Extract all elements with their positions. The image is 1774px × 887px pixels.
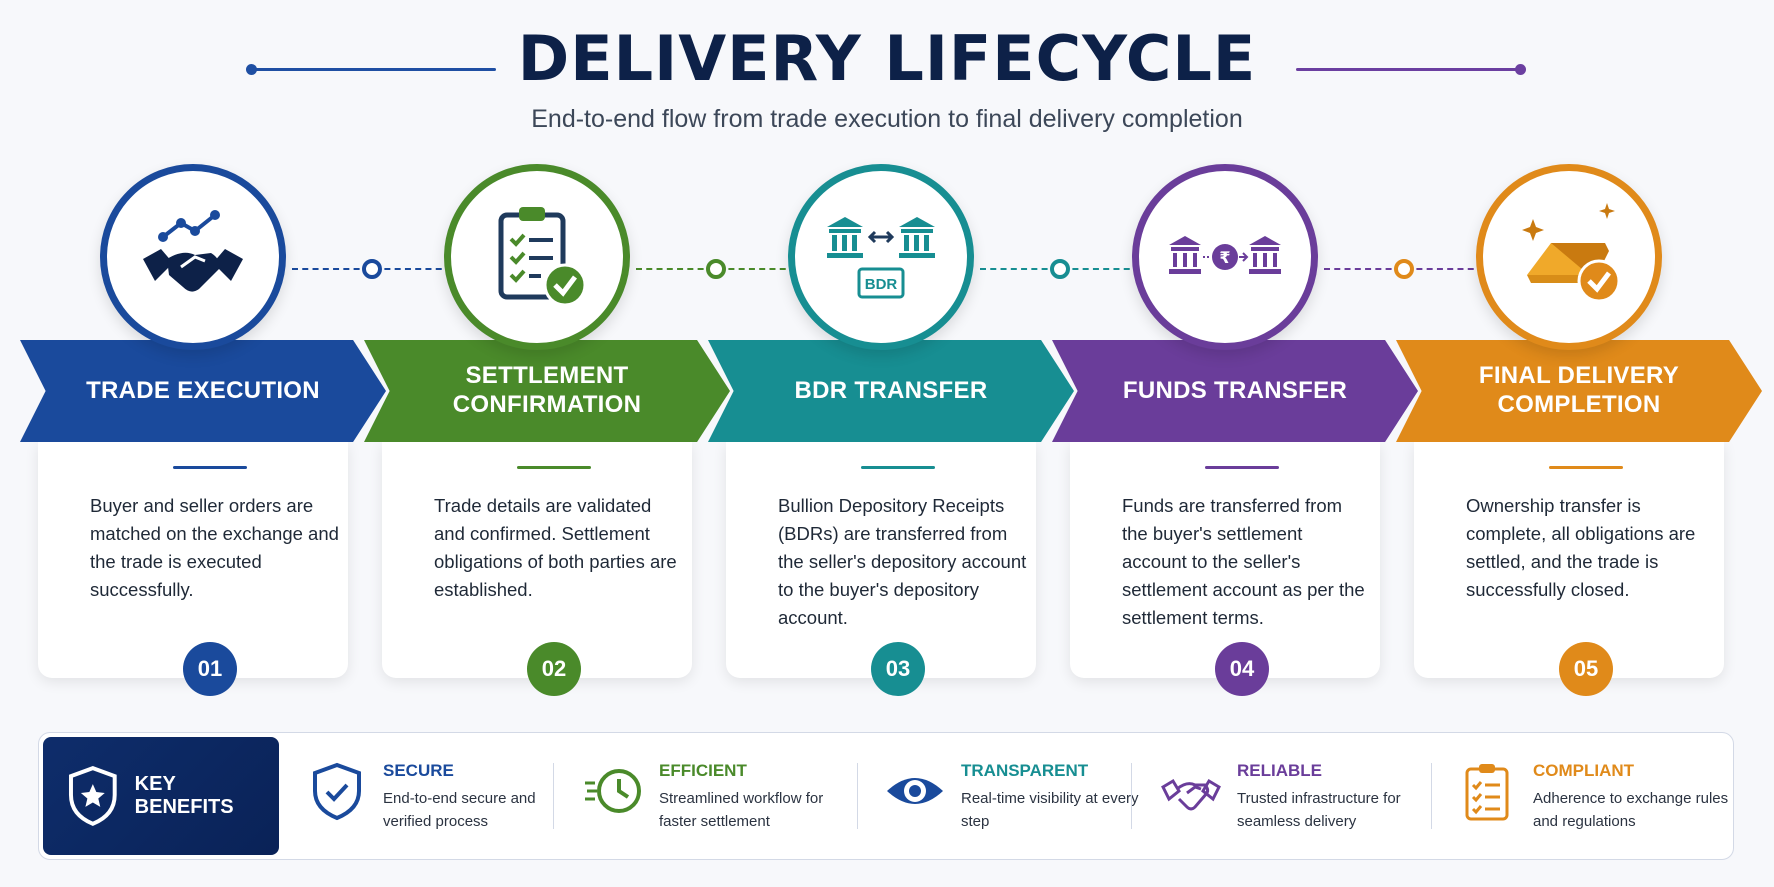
connector-4-5 [1324, 259, 1484, 279]
bdr-icon-label: BDR [865, 276, 898, 293]
gold-bar-check-icon [1522, 203, 1621, 303]
stage-final-delivery-completion: FINAL DELIVERY COMPLETION Ownership tran… [1396, 160, 1762, 696]
stage-banner: TRADE EXECUTION [20, 340, 386, 442]
stage-title: BDR TRANSFER [794, 376, 988, 404]
connector-1-2 [292, 259, 452, 279]
stage-circle [444, 164, 630, 350]
card-accent-bar [173, 466, 247, 469]
bank-transfer-bdr-icon: BDR [827, 217, 935, 299]
step-number-badge: 05 [1559, 642, 1613, 696]
benefit-title: RELIABLE [1237, 761, 1322, 780]
benefit-title: COMPLIANT [1533, 761, 1635, 780]
divider [1131, 763, 1132, 829]
stage-description: Bullion Depository Receipts (BDRs) are t… [778, 495, 1027, 628]
clipboard-check-icon [498, 207, 587, 307]
benefit-description: Adherence to exchange rules and regulati… [1533, 790, 1729, 830]
handshake-chart-icon [143, 210, 243, 292]
divider [1431, 763, 1432, 829]
stage-banner: BDR TRANSFER [708, 340, 1074, 442]
card-accent-bar [1205, 466, 1279, 469]
stage-title: SETTLEMENT CONFIRMATION [452, 362, 642, 418]
stage-settlement-confirmation: SETTLEMENT CONFIRMATION Trade details ar… [364, 160, 730, 696]
benefit-title: EFFICIENT [659, 761, 747, 780]
stage-description: Ownership transfer is complete, all obli… [1466, 495, 1696, 600]
benefit-description: End-to-end secure and verified process [383, 790, 536, 830]
page-title: DELIVERY LIFECYCLE [517, 22, 1257, 95]
key-benefits-panel: KEY BENEFITS SECURE End-to-end secure an… [38, 732, 1734, 860]
card-accent-bar [517, 466, 591, 469]
benefit-description: Trusted infrastructure for seamless deli… [1237, 790, 1401, 830]
step-number-badge: 02 [527, 642, 581, 696]
stage-card: Bullion Depository Receipts (BDRs) are t… [726, 442, 1036, 696]
stage-title: TRADE EXECUTION [86, 376, 320, 404]
stage-circle [100, 164, 286, 350]
stage-trade-execution: TRADE EXECUTION Buyer and seller orders … [20, 160, 386, 696]
eye-icon [887, 778, 943, 804]
stage-banner: FINAL DELIVERY COMPLETION [1396, 340, 1762, 442]
page-subtitle: End-to-end flow from trade execution to … [531, 105, 1243, 133]
decorative-line-right [1296, 64, 1526, 75]
step-number-badge: 01 [183, 642, 237, 696]
benefit-description: Streamlined workflow for faster settleme… [659, 790, 824, 830]
divider [857, 763, 858, 829]
stage-description: Trade details are validated and confirme… [434, 495, 677, 600]
step-number-badge: 03 [871, 642, 925, 696]
key-benefits-heading: KEY BENEFITS [134, 773, 234, 818]
stage-circle: BDR [788, 164, 974, 350]
header: DELIVERY LIFECYCLE End-to-end flow from … [0, 22, 1774, 134]
rupee-symbol: ₹ [1219, 248, 1230, 267]
card-accent-bar [1549, 466, 1623, 469]
stage-title: FUNDS TRANSFER [1122, 376, 1348, 404]
step-number-badge: 04 [1215, 642, 1269, 696]
benefit-title: SECURE [383, 761, 454, 780]
stage-title: FINAL DELIVERY COMPLETION [1478, 362, 1680, 418]
connector-3-4 [980, 259, 1140, 279]
connector-node [1394, 259, 1414, 279]
stage-bdr-transfer: BDR BDR TRANSFER Bullion Depository Rece… [708, 160, 1074, 696]
stage-circle [1476, 164, 1662, 350]
stage-card: Funds are transferred from the buyer's s… [1070, 442, 1380, 696]
stage-card: Ownership transfer is complete, all obli… [1414, 442, 1724, 696]
benefit-title: TRANSPARENT [961, 761, 1089, 780]
connector-node [706, 259, 726, 279]
shield-check-icon [313, 762, 361, 821]
stage-circle: ₹ [1132, 164, 1318, 350]
shield-star-icon [68, 766, 117, 826]
stage-card: Trade details are validated and confirme… [382, 442, 692, 696]
stage-banner: FUNDS TRANSFER [1052, 340, 1418, 442]
connector-node [362, 259, 382, 279]
stage-description: Buyer and seller orders are matched on t… [90, 495, 339, 600]
rupee-transfer-icon: ₹ [1169, 236, 1281, 274]
fast-clock-icon [585, 769, 641, 813]
benefit-description: Real-time visibility at every step [961, 790, 1139, 830]
stage-description: Funds are transferred from the buyer's s… [1122, 495, 1365, 628]
clipboard-list-icon [1465, 764, 1509, 821]
handshake-icon [1161, 778, 1221, 811]
connector-2-3 [636, 259, 796, 279]
stage-banner: SETTLEMENT CONFIRMATION [364, 340, 730, 442]
key-benefits-heading-box: KEY BENEFITS [43, 737, 279, 855]
connector-node [1050, 259, 1070, 279]
divider [553, 763, 554, 829]
stage-card: Buyer and seller orders are matched on t… [38, 442, 348, 696]
card-accent-bar [861, 466, 935, 469]
decorative-line-left [246, 64, 496, 75]
stage-funds-transfer: ₹ FUNDS TRANSFER Funds are transferred f… [1052, 160, 1418, 696]
